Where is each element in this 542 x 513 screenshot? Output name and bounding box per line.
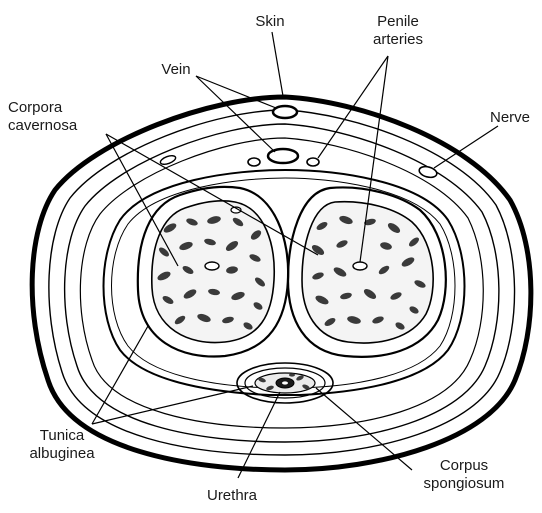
label-penile-arteries-line2: arteries bbox=[373, 31, 423, 48]
dorsal-artery-left bbox=[248, 158, 260, 166]
label-corpus-spongiosum-line1: Corpus bbox=[440, 457, 488, 474]
label-vein: Vein bbox=[161, 61, 190, 78]
urethra-center bbox=[282, 381, 288, 384]
label-nerve: Nerve bbox=[490, 109, 530, 126]
label-urethra: Urethra bbox=[207, 487, 258, 504]
label-tunica-albuginea-line1: Tunica bbox=[40, 427, 85, 444]
label-skin: Skin bbox=[255, 13, 284, 30]
label-tunica-albuginea-line2: albuginea bbox=[29, 445, 95, 462]
label-corpus-spongiosum-line2: spongiosum bbox=[424, 475, 505, 492]
deep-dorsal-vein bbox=[268, 149, 298, 163]
deep-artery-left bbox=[205, 262, 219, 270]
label-penile-arteries-line1: Penile bbox=[377, 13, 419, 30]
label-corpora-cavernosa-line2: cavernosa bbox=[8, 117, 78, 134]
superficial-dorsal-vein bbox=[273, 106, 297, 118]
deep-artery-right bbox=[353, 262, 367, 270]
label-corpora-cavernosa-line1: Corpora bbox=[8, 99, 63, 116]
dorsal-artery-right bbox=[307, 158, 319, 166]
